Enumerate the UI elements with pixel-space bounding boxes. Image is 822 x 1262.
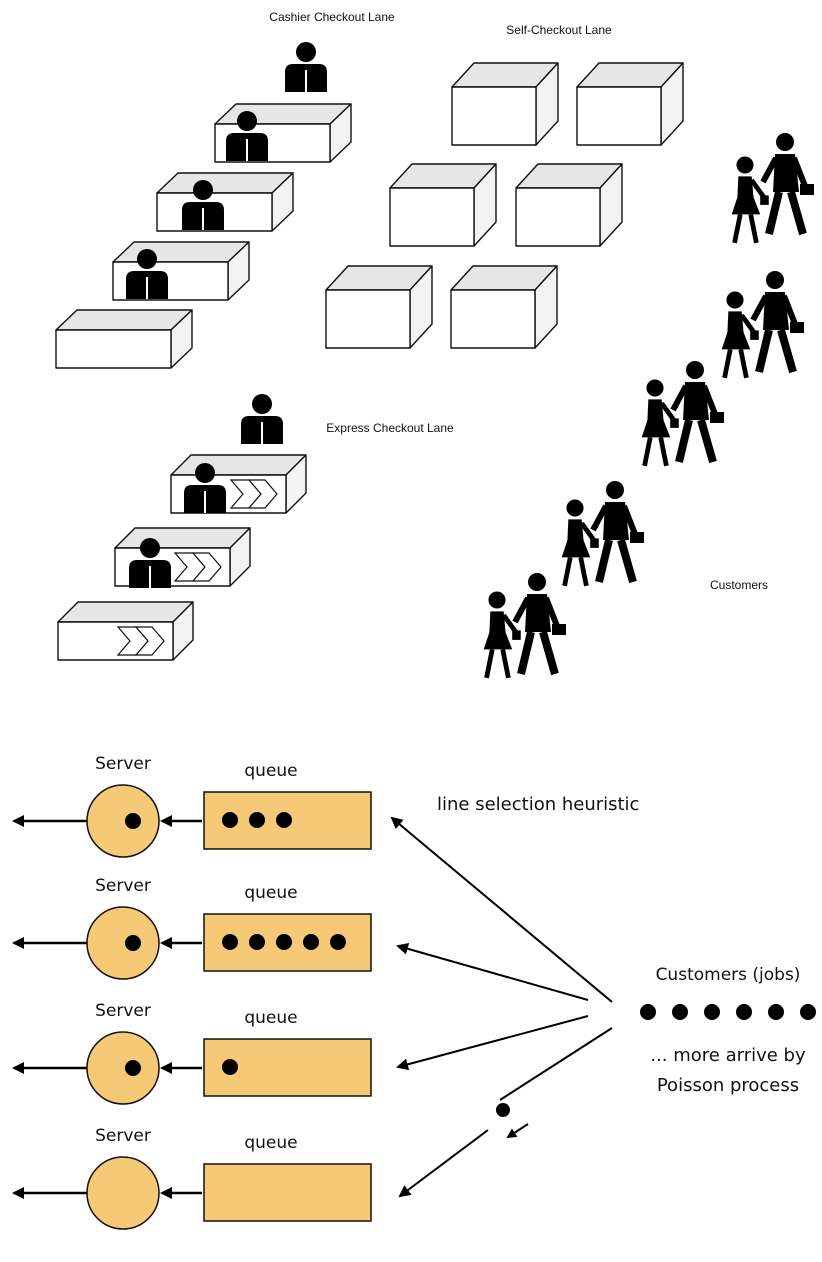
customers-label: Customers <box>710 578 768 592</box>
express-cashier-person <box>241 394 283 444</box>
express-checkout-lanes <box>57 394 307 661</box>
walking-woman-icon <box>641 379 679 467</box>
queue-label: queue <box>244 883 297 903</box>
self-checkout-kiosk <box>515 163 623 247</box>
job-in-service <box>125 1060 141 1076</box>
cashier-counter <box>55 309 193 369</box>
self-checkout-kiosk <box>389 163 497 247</box>
express-lane-label: Express Checkout Lane <box>326 421 454 435</box>
self-checkout-kiosk <box>451 62 559 146</box>
waiting-job <box>672 1004 688 1020</box>
express-cashier-person <box>129 538 171 588</box>
self-checkout-kiosk <box>325 265 433 349</box>
queue-label: queue <box>244 761 297 781</box>
customer-pair <box>483 573 566 679</box>
waiting-job <box>768 1004 784 1020</box>
arrival-text-line2: Poisson process <box>657 1075 799 1096</box>
cashier-person <box>126 249 168 299</box>
routing-arrow-4b <box>398 1129 489 1198</box>
queued-job <box>330 934 346 950</box>
queued-job <box>276 812 292 828</box>
self-checkout-kiosk <box>576 62 684 146</box>
cashier-counter <box>156 172 294 232</box>
self-checkout-label: Self-Checkout Lane <box>506 23 612 37</box>
server-lane: Server queue <box>12 1126 372 1230</box>
routing-arrow-3 <box>396 1015 589 1071</box>
queueing-model: line selection heuristic Customers (jobs… <box>12 754 816 1230</box>
waiting-job <box>800 1004 816 1020</box>
cashier-person <box>285 42 327 92</box>
queued-job <box>249 812 265 828</box>
waiting-job <box>704 1004 720 1020</box>
routing-arrow-4a <box>499 1027 613 1101</box>
customer-pair <box>731 133 814 244</box>
server-circle <box>86 1156 160 1230</box>
cashier-checkout-lanes <box>55 42 352 369</box>
queue-box <box>203 1163 372 1222</box>
server-label: Server <box>95 1126 151 1146</box>
server-lane: Server queue <box>12 754 372 858</box>
cashier-person <box>226 111 268 161</box>
queued-job <box>249 934 265 950</box>
waiting-job <box>736 1004 752 1020</box>
store-layout: Cashier Checkout Lane Self-Checkout Lane… <box>55 10 814 679</box>
server-label: Server <box>95 1001 151 1021</box>
walking-man-icon <box>512 573 566 676</box>
customers-jobs-label: Customers (jobs) <box>656 965 801 985</box>
server-label: Server <box>95 876 151 896</box>
customer-pair <box>641 361 724 467</box>
self-checkout-kiosks <box>325 62 684 349</box>
heuristic-label: line selection heuristic <box>437 794 639 815</box>
express-counter <box>57 601 194 661</box>
queued-job <box>303 934 319 950</box>
queued-job <box>222 812 238 828</box>
routing-arrow-1 <box>390 816 613 1003</box>
express-cashier-person <box>184 463 226 513</box>
customer-pair <box>721 271 804 379</box>
customer-pair <box>561 481 644 587</box>
walking-woman-icon <box>561 499 599 587</box>
in-transit-arrow <box>506 1123 529 1139</box>
job-in-service <box>125 935 141 951</box>
server-lane: Server queue <box>12 876 372 980</box>
server-lane: Server queue <box>12 1001 372 1105</box>
queued-job <box>222 934 238 950</box>
server-circle <box>86 784 160 858</box>
arrival-text-line1: ... more arrive by <box>650 1045 806 1066</box>
waiting-jobs <box>640 1004 816 1020</box>
queue-label: queue <box>244 1008 297 1028</box>
job-in-service <box>125 813 141 829</box>
queue-label: queue <box>244 1133 297 1153</box>
walking-woman-icon <box>731 156 769 244</box>
waiting-job <box>640 1004 656 1020</box>
cashier-lane-label: Cashier Checkout Lane <box>269 10 395 24</box>
queued-job <box>276 934 292 950</box>
in-transit-job <box>496 1103 510 1117</box>
walking-woman-icon <box>483 591 521 679</box>
walking-woman-icon <box>721 291 759 379</box>
walking-customers <box>483 133 814 679</box>
cashier-person <box>182 180 224 230</box>
server-circle <box>86 906 160 980</box>
self-checkout-kiosk <box>450 265 558 349</box>
server-circle <box>86 1031 160 1105</box>
routing-arrow-2 <box>396 942 589 1001</box>
queued-job <box>222 1059 238 1075</box>
walking-man-icon <box>750 271 804 374</box>
walking-man-icon <box>760 133 814 236</box>
server-label: Server <box>95 754 151 774</box>
walking-man-icon <box>670 361 724 464</box>
walking-man-icon <box>590 481 644 584</box>
